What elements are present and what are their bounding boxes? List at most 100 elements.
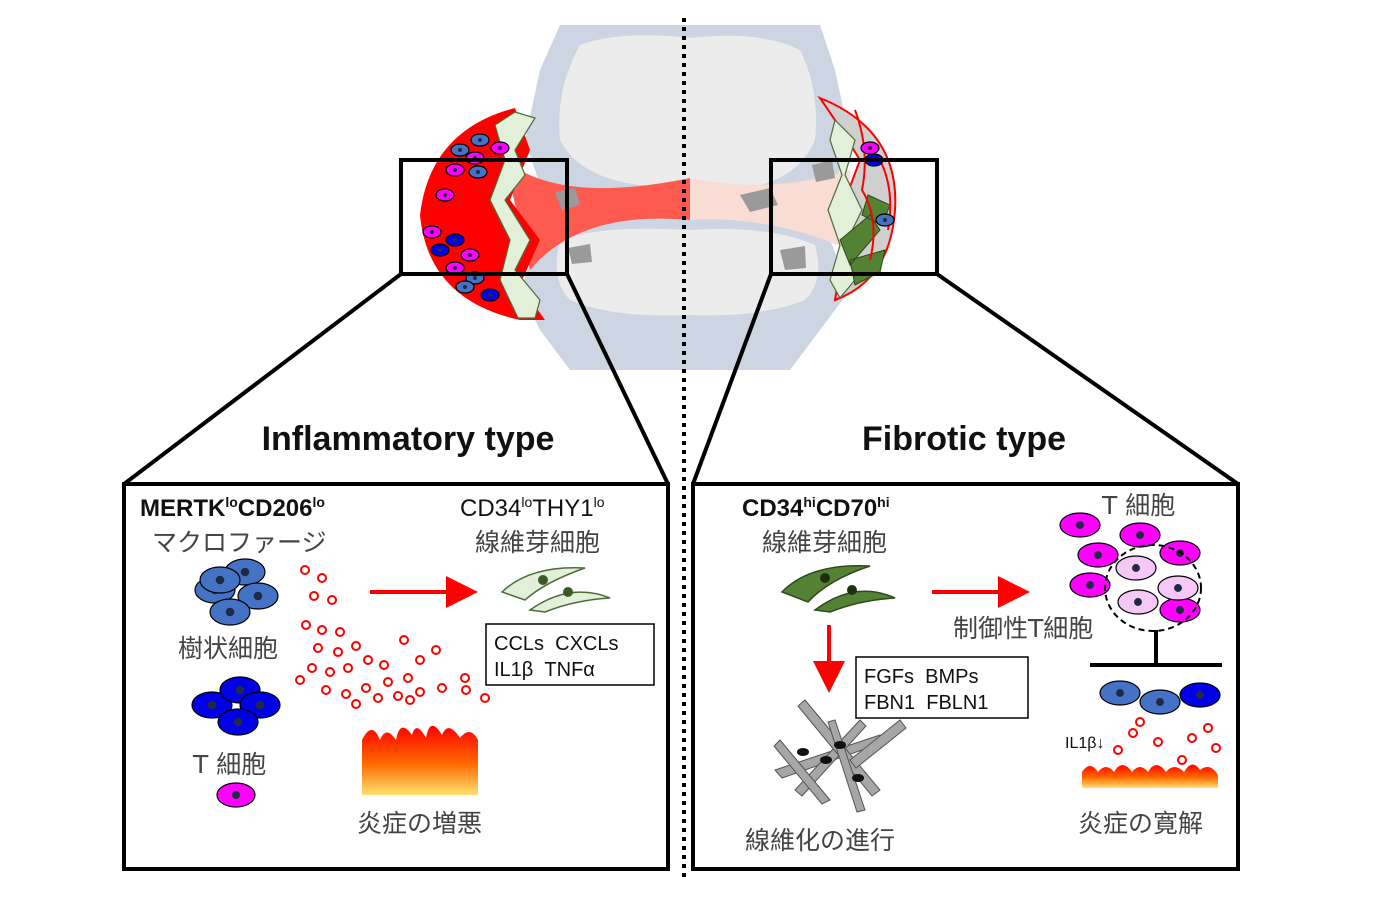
joint-immune-cell-nucleus — [883, 218, 887, 222]
dark-fibroblasts — [780, 564, 896, 613]
cytokine-dot — [1187, 733, 1197, 743]
joint-immune-cell-nucleus — [430, 230, 434, 234]
t-cell-magenta-nucleus — [1176, 606, 1184, 614]
cytokine-dot — [335, 627, 345, 637]
t-cell-magenta-nucleus — [1094, 551, 1102, 559]
joint-immune-cell-nucleus — [443, 193, 447, 197]
il1b-down-label: IL1β↓ — [1065, 735, 1104, 752]
cytokine-dot — [373, 693, 383, 703]
inflammatory-title: Inflammatory type — [262, 420, 555, 458]
erosion — [780, 246, 806, 270]
suppressed-cell-nucleus — [1116, 689, 1124, 697]
joint-immune-cell-nucleus — [468, 253, 472, 257]
erosion — [740, 188, 778, 212]
cytokine-dot — [461, 685, 471, 695]
zoom-line — [122, 272, 403, 486]
fibrotic-title: Fibrotic type — [862, 420, 1066, 458]
fibrotic-factors-box — [855, 656, 1029, 719]
joint-immune-cell-nucleus — [453, 266, 457, 270]
cytokine-dots-right — [1113, 717, 1221, 765]
cytokine-dot — [333, 647, 343, 657]
cytokine-dot — [405, 695, 415, 705]
cytokine-dot — [317, 625, 327, 635]
joint-immune-cells — [422, 133, 895, 302]
joint-immune-cell-nucleus — [868, 146, 872, 150]
cytokine-dots-left — [295, 565, 490, 709]
t-cell-magenta-nucleus — [1086, 581, 1094, 589]
macrophage-marker: MERTKloCD206lo — [140, 494, 325, 522]
joint-immune-cell-nucleus — [453, 238, 457, 242]
t-cell-blue-nucleus — [207, 700, 217, 710]
fibrotic-cell — [773, 739, 831, 805]
fibroblast-hi-label: 線維芽細胞 — [762, 528, 887, 557]
cytokine-dot — [403, 673, 413, 683]
fibrotic-cell-nucleus — [797, 748, 809, 756]
fibrotic-cell-nucleus — [820, 756, 832, 764]
cytokine-dot — [295, 675, 305, 685]
inflamed-joint-space — [505, 160, 690, 270]
fibrotic-cell-nucleus — [834, 741, 846, 749]
cytokine-dot — [325, 667, 335, 677]
cytokine-dot — [399, 635, 409, 645]
cytokine-dot — [460, 673, 470, 683]
suppressed-cell-nucleus — [1156, 698, 1164, 706]
treg-label: 制御性T細胞 — [953, 614, 1093, 643]
regulatory-t-cell-nucleus — [1174, 584, 1182, 592]
zoom-line — [691, 273, 773, 485]
cytokine-dot — [1211, 743, 1221, 753]
cytokine-dot — [393, 691, 403, 701]
cytokine-dot — [379, 660, 389, 670]
cytokine-dot — [343, 663, 353, 673]
cytokine-dot — [1203, 723, 1213, 733]
t-cell-cluster — [191, 676, 281, 736]
treg-outline — [1104, 544, 1202, 632]
joint-immune-cell-nucleus — [478, 138, 482, 142]
suppressed-cell-nucleus — [1196, 691, 1204, 699]
t-cell-blue-nucleus — [233, 717, 243, 727]
cytokine-dot — [1177, 755, 1187, 765]
fire-icon — [362, 725, 478, 795]
inflammation-remission-label: 炎症の寛解 — [1078, 809, 1203, 838]
zoom-line — [565, 273, 670, 485]
cytokine-dot — [327, 595, 337, 605]
factor-line-1: CCLs CXCLs — [494, 633, 618, 655]
fibroblast-lo-label: 線維芽細胞 — [475, 528, 600, 557]
dendritic-cell-nucleus — [225, 607, 235, 617]
cytokine-dot — [351, 641, 361, 651]
cytokine-dot — [1135, 717, 1145, 727]
t-cell-blue-nucleus — [255, 700, 265, 710]
cytokine-dot — [1128, 728, 1138, 738]
fire-icon — [1082, 764, 1218, 788]
macrophage-label: マクロファージ — [152, 528, 327, 557]
light-fibroblasts — [500, 566, 611, 613]
joint-immune-cell-nucleus — [498, 146, 502, 150]
cytokine-dot — [361, 683, 371, 693]
joint-immune-cell-nucleus — [438, 248, 442, 252]
regulatory-t-cell-nucleus — [1132, 564, 1140, 572]
joint-illustration — [420, 25, 897, 370]
dendritic-cell-cluster — [194, 558, 279, 626]
cytokine-dot — [321, 685, 331, 695]
dendritic-cell-nucleus — [253, 591, 263, 601]
fibrosis-progression-label: 線維化の進行 — [745, 826, 895, 855]
t-cell-cluster — [1059, 512, 1201, 623]
cytokine-dot — [309, 591, 319, 601]
dendritic-cell-nucleus — [240, 567, 250, 577]
inflammatory-factors-box — [485, 623, 655, 686]
cytokine-dot — [341, 689, 351, 699]
zoom-box-right — [769, 158, 939, 276]
joint-immune-cell-nucleus — [453, 168, 457, 172]
t-cell-magenta-nucleus — [1136, 531, 1144, 539]
zoom-box-left — [399, 158, 569, 276]
zoom-line — [935, 272, 1240, 486]
t-cell-label: T 細胞 — [192, 750, 266, 779]
cytokine-dot — [1153, 737, 1163, 747]
joint-immune-cell-nucleus — [463, 285, 467, 289]
factor-line-2: IL1β TNFα — [494, 659, 595, 681]
inflammation-worsening-label: 炎症の増悪 — [357, 809, 482, 838]
blood-vessel — [854, 109, 875, 261]
fibroblast-lo-marker: CD34loTHY1lo — [460, 494, 605, 522]
cytokine-dot — [437, 683, 447, 693]
cytokine-dot — [1113, 745, 1123, 755]
